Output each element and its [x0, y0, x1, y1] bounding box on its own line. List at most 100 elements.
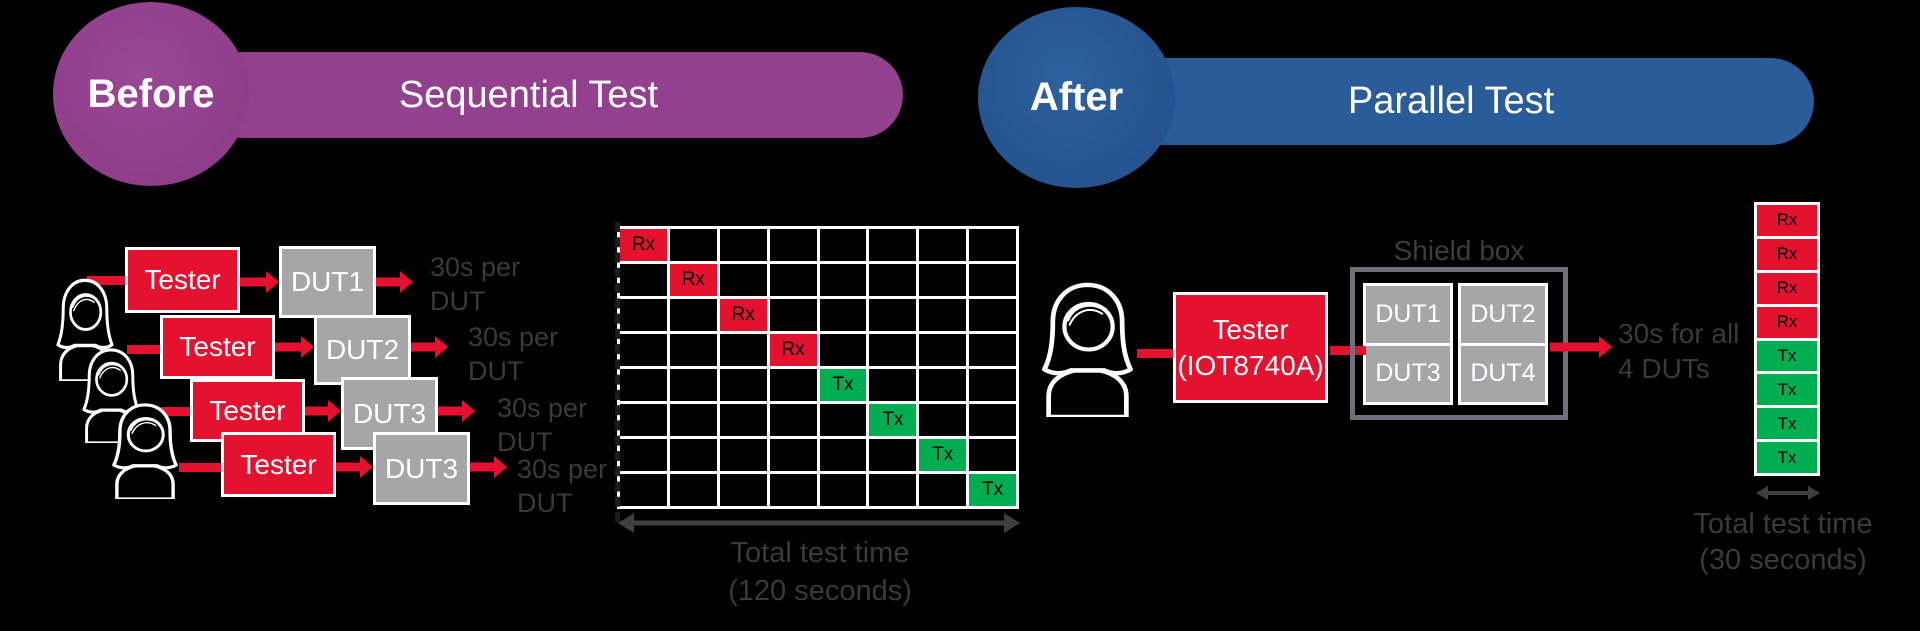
- grid-cell-empty: [669, 404, 717, 436]
- shield-dut-box: DUT3: [1366, 345, 1450, 402]
- dut-box: DUT1: [279, 246, 376, 318]
- flow-arrow-icon: [411, 335, 448, 359]
- grid-cell-empty: [719, 439, 767, 471]
- grid-cell-empty: [719, 474, 767, 506]
- flow-arrow-icon: [240, 270, 279, 294]
- grid-cell-empty: [969, 229, 1016, 261]
- grid-cell-empty: [769, 369, 817, 401]
- grid-cell-empty: [669, 334, 717, 366]
- grid-cell-tx: Tx: [969, 474, 1016, 506]
- grid-cell-empty: [620, 264, 667, 296]
- grid-cell-empty: [819, 439, 867, 471]
- connector-bar: [159, 407, 191, 416]
- stack-cell-rx: Rx: [1757, 238, 1817, 270]
- grid-cell-empty: [669, 369, 717, 401]
- dut-box: DUT2: [314, 315, 411, 385]
- connector-bar: [1137, 349, 1173, 358]
- stack-cell-tx: Tx: [1757, 408, 1817, 440]
- stack-cell-rx: Rx: [1757, 205, 1817, 236]
- grid-cell-empty: [869, 369, 917, 401]
- flow-arrow-icon: [376, 270, 413, 294]
- person-icon: [56, 278, 114, 383]
- grid-cell-empty: [669, 299, 717, 331]
- grid-cell-empty: [819, 404, 867, 436]
- flow-arrow-icon: [438, 399, 475, 423]
- grid-cell-empty: [919, 474, 967, 506]
- grid-cell-empty: [969, 264, 1016, 296]
- grid-cell-empty: [869, 334, 917, 366]
- grid-cell-rx: Rx: [719, 299, 767, 331]
- grid-cell-empty: [869, 474, 917, 506]
- shield-box-label: Shield box: [1393, 235, 1525, 266]
- connector-bar: [179, 463, 222, 472]
- grid-cell-empty: [819, 334, 867, 366]
- grid-cell-empty: [719, 404, 767, 436]
- grid-cell-tx: Tx: [819, 369, 867, 401]
- grid-cell-empty: [719, 369, 767, 401]
- tester-box: Tester: [221, 432, 336, 497]
- connector-bar: [127, 345, 161, 354]
- person-icon: [1042, 282, 1133, 420]
- grid-cell-empty: [869, 439, 917, 471]
- grid-cell-empty: [769, 404, 817, 436]
- grid-cell-empty: [620, 439, 667, 471]
- shield-dut-box: DUT2: [1461, 286, 1545, 343]
- grid-cell-empty: [869, 264, 917, 296]
- connector-bar: [1330, 346, 1350, 355]
- grid-cell-empty: [769, 229, 817, 261]
- grid-cell-empty: [669, 474, 717, 506]
- grid-cell-empty: [819, 474, 867, 506]
- after-badge: After: [978, 7, 1175, 188]
- grid-cell-empty: [969, 369, 1016, 401]
- shield-dut-box: DUT4: [1461, 345, 1545, 402]
- shield-dut-box: DUT1: [1366, 286, 1450, 343]
- connector-bar: [87, 276, 125, 285]
- stack-cell-tx: Tx: [1757, 374, 1817, 406]
- sequential-test-title: Sequential Test: [398, 73, 659, 116]
- grid-cell-rx: Rx: [620, 229, 667, 261]
- tester-box: Tester: [125, 247, 240, 313]
- before-badge: Before: [53, 2, 249, 186]
- grid-cell-empty: [969, 334, 1016, 366]
- grid-cell-empty: [620, 299, 667, 331]
- parallel-test-title: Parallel Test: [1347, 80, 1555, 122]
- dut-box: DUT3: [373, 432, 470, 505]
- person-icon: [1035, 278, 1140, 420]
- stack-cell-tx: Tx: [1757, 340, 1817, 372]
- sequential-total-time-label: Total test time (120 seconds): [728, 537, 912, 607]
- grid-cell-empty: [719, 334, 767, 366]
- grid-cell-empty: [819, 299, 867, 331]
- tester-box: Tester: [190, 379, 305, 442]
- test-start-dashed-line: [615, 222, 620, 522]
- grid-cell-rx: Rx: [769, 334, 817, 366]
- grid-cell-empty: [769, 439, 817, 471]
- grid-cell-empty: [620, 474, 667, 506]
- person-icon: [107, 400, 183, 501]
- grid-cell-empty: [919, 299, 967, 331]
- parallel-duration-note: 30s for all 4 DUTs: [1618, 318, 1740, 384]
- grid-cell-empty: [919, 404, 967, 436]
- grid-cell-empty: [620, 369, 667, 401]
- connector-bar: [1355, 346, 1366, 355]
- person-icon: [112, 403, 178, 501]
- grid-cell-tx: Tx: [919, 439, 967, 471]
- grid-cell-empty: [719, 264, 767, 296]
- tester-box: Tester: [160, 315, 275, 379]
- flow-arrow-icon: [336, 455, 373, 479]
- grid-cell-empty: [620, 404, 667, 436]
- before-badge-label: Before: [87, 71, 215, 116]
- stack-cell-rx: Rx: [1757, 272, 1817, 304]
- grid-cell-empty: [769, 474, 817, 506]
- grid-cell-empty: [869, 229, 917, 261]
- total-time-span-arrow-icon: [1756, 482, 1820, 504]
- grid-cell-empty: [769, 299, 817, 331]
- stack-cell-tx: Tx: [1757, 442, 1817, 473]
